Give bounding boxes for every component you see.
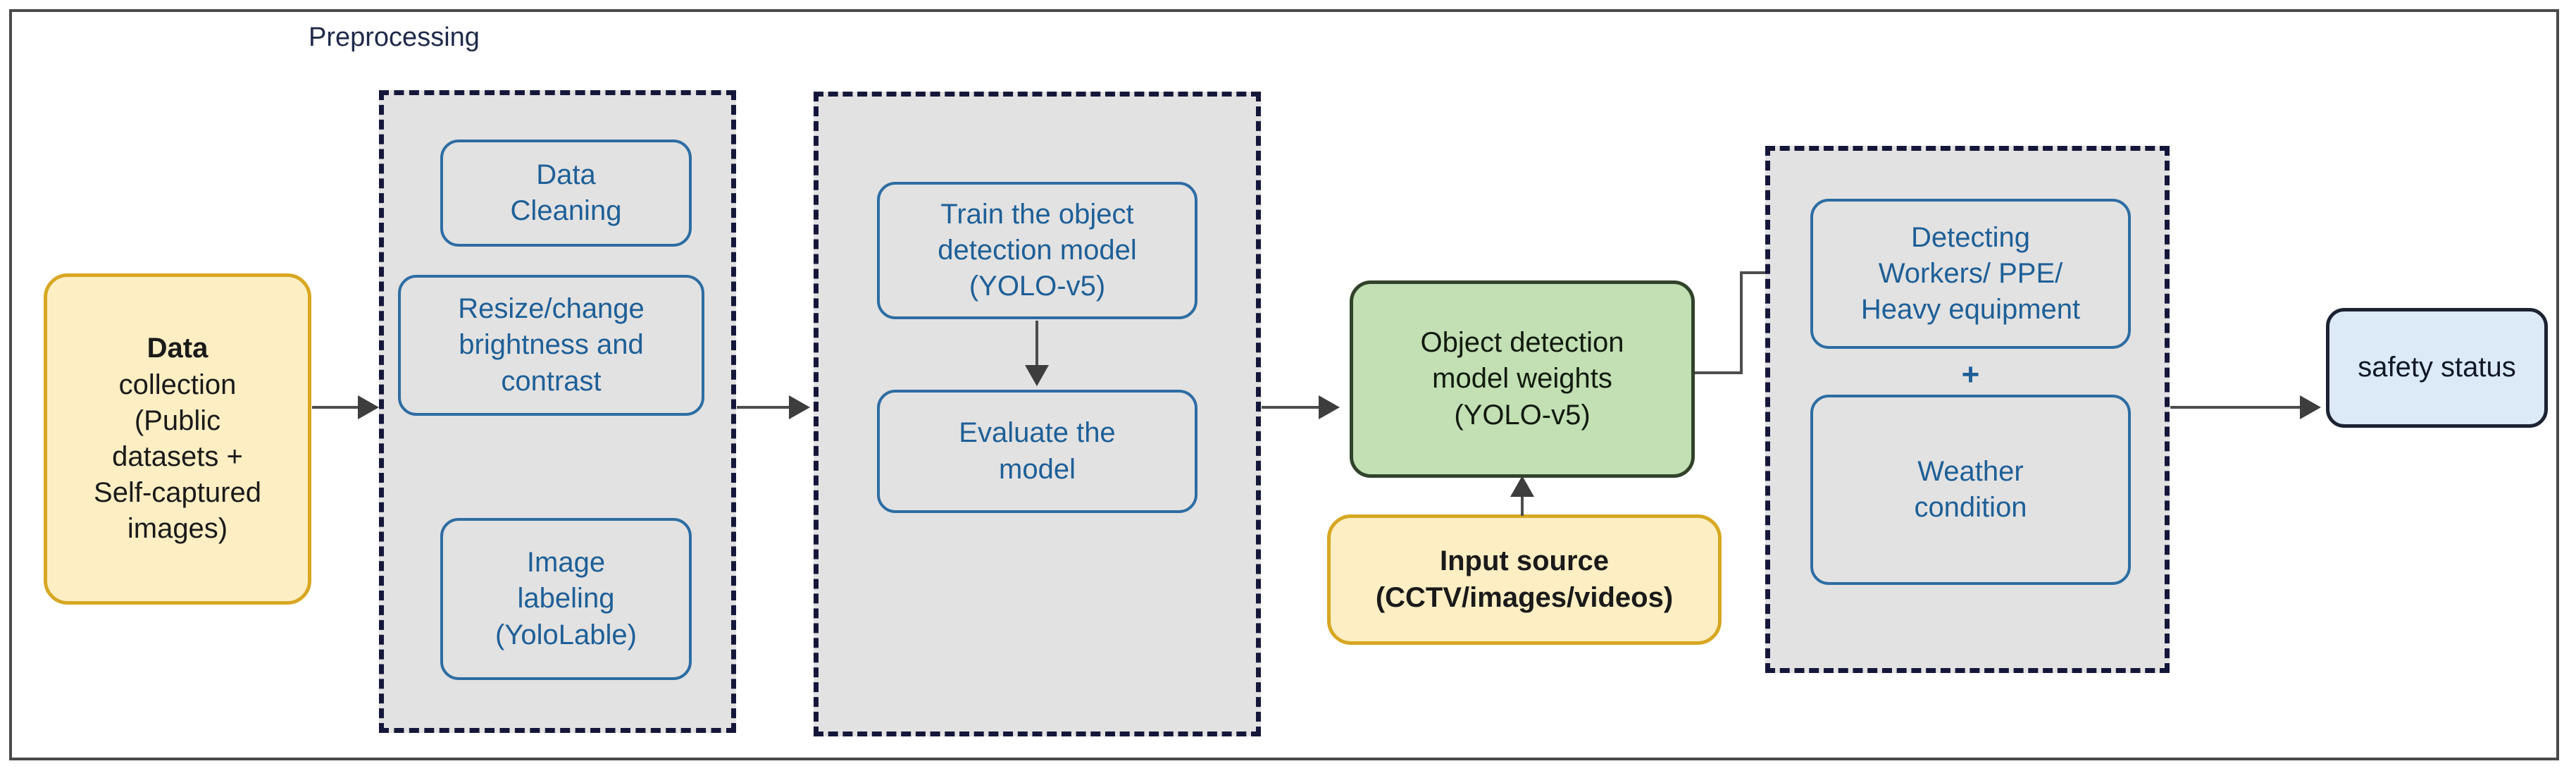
node-train-model-line-1: Train the object <box>940 198 1134 230</box>
node-detecting-text: Detecting Workers/ PPE/ Heavy equipment <box>1813 220 2128 328</box>
arrowhead-collection-to-preprocessing <box>358 395 379 419</box>
node-resize-brightness-contrast-text: Resize/change brightness and contrast <box>401 291 702 400</box>
plus-operator: + <box>1961 357 1980 392</box>
preprocessing-group-label: Preprocessing <box>309 23 480 52</box>
node-model-weights-line-2: model weights <box>1432 363 1612 395</box>
node-weather-line-2: condition <box>1914 492 2027 523</box>
node-image-labeling-line-2: labeling <box>517 583 615 615</box>
node-input-source-line-2: (CCTV/images/videos) <box>1375 581 1674 613</box>
connector-collection-to-preprocessing <box>312 406 363 409</box>
node-model-weights-line-3: (YOLO-v5) <box>1454 399 1591 431</box>
node-train-model-line-2: detection model <box>938 234 1137 266</box>
node-train-model-text: Train the object detection model (YOLO-v… <box>880 197 1195 305</box>
node-evaluate-model[interactable]: Evaluate the model <box>877 390 1197 513</box>
arrowhead-preprocessing-to-training <box>789 395 810 419</box>
node-weather-line-1: Weather <box>1917 455 2024 487</box>
node-data-cleaning-text: Data Cleaning <box>443 157 689 229</box>
node-train-object-detection-model[interactable]: Train the object detection model (YOLO-v… <box>877 182 1197 319</box>
connector-weights-elbow-h1 <box>1695 371 1743 374</box>
node-resize-line-1: Resize/change <box>458 293 645 325</box>
node-data-cleaning-line-1: Data <box>536 159 596 190</box>
node-train-model-line-3: (YOLO-v5) <box>969 271 1106 302</box>
node-evaluate-model-line-2: model <box>999 453 1076 485</box>
arrowhead-input-to-weights <box>1510 476 1534 497</box>
node-data-cleaning-line-2: Cleaning <box>510 195 622 226</box>
node-image-labeling-line-1: Image <box>526 547 606 579</box>
node-evaluate-model-line-1: Evaluate the <box>959 417 1116 449</box>
node-resize-line-3: contrast <box>501 365 602 397</box>
node-input-source-line-1: Input source <box>1439 545 1610 577</box>
node-image-labeling-text: Image labeling (YoloLable) <box>443 545 689 653</box>
node-input-source-text: Input source (CCTV/images/videos) <box>1331 543 1718 615</box>
node-data-collection[interactable]: Data collection (Public datasets + Self-… <box>44 273 311 605</box>
connector-detection-to-safety <box>2170 406 2304 409</box>
node-image-labeling-line-3: (YoloLable) <box>495 619 637 650</box>
node-detecting-line-2: Workers/ PPE/ <box>1878 257 2063 289</box>
node-data-collection-text: Data collection (Public datasets + Self-… <box>47 331 308 547</box>
node-detecting-line-3: Heavy equipment <box>1860 294 2081 326</box>
node-data-collection-line-6: images) <box>127 513 228 545</box>
node-weather-condition-text: Weather condition <box>1813 454 2128 526</box>
node-model-weights-line-1: Object detection <box>1420 327 1624 359</box>
connector-train-to-evaluate <box>1035 321 1038 370</box>
node-input-source[interactable]: Input source (CCTV/images/videos) <box>1327 514 1722 645</box>
connector-input-to-weights <box>1521 486 1524 516</box>
node-evaluate-model-text: Evaluate the model <box>880 415 1195 487</box>
node-resize-brightness-contrast[interactable]: Resize/change brightness and contrast <box>398 275 704 416</box>
node-safety-status[interactable]: safety status <box>2326 308 2548 428</box>
node-data-collection-line-4: datasets + <box>112 441 243 472</box>
arrowhead-training-to-weights <box>1319 395 1340 419</box>
connector-weights-elbow-v <box>1740 271 1743 374</box>
node-detecting-line-1: Detecting <box>1911 221 2030 253</box>
node-image-labeling[interactable]: Image labeling (YoloLable) <box>440 518 692 680</box>
connector-training-to-weights <box>1262 406 1321 409</box>
node-model-weights-text: Object detection model weights (YOLO-v5) <box>1353 325 1691 433</box>
arrowhead-train-to-evaluate <box>1025 365 1049 386</box>
node-data-cleaning[interactable]: Data Cleaning <box>440 140 692 247</box>
node-detecting-workers-ppe-equipment[interactable]: Detecting Workers/ PPE/ Heavy equipment <box>1810 199 2131 349</box>
node-safety-status-line-1: safety status <box>2358 352 2516 383</box>
node-data-collection-line-1: Data <box>147 333 209 364</box>
node-weather-condition[interactable]: Weather condition <box>1810 395 2131 585</box>
node-resize-line-2: brightness and <box>459 329 644 361</box>
node-data-collection-line-5: Self-captured <box>94 477 261 509</box>
arrowhead-detection-to-safety <box>2300 395 2321 419</box>
node-safety-status-text: safety status <box>2329 350 2544 385</box>
node-object-detection-model-weights[interactable]: Object detection model weights (YOLO-v5) <box>1350 280 1695 478</box>
node-data-collection-line-2: collection <box>118 369 237 400</box>
connector-preprocessing-to-training <box>737 406 792 409</box>
node-data-collection-line-3: (Public <box>134 405 221 436</box>
